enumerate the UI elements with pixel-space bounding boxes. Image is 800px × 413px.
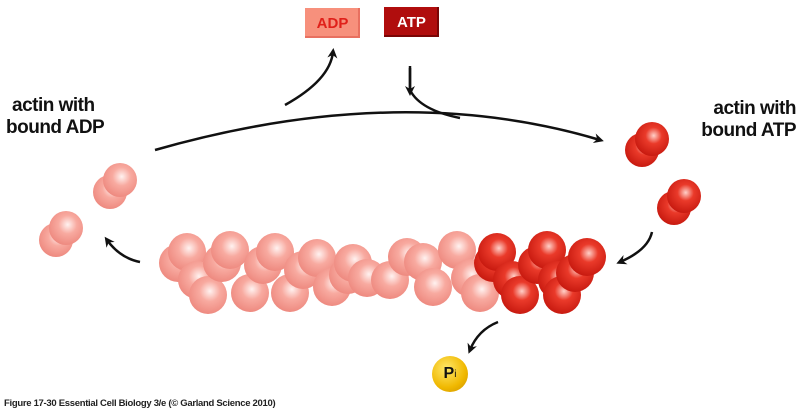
free-atp-actin-monomer: [667, 179, 701, 213]
free-atp-actin-monomer: [635, 122, 669, 156]
phosphate-label: P: [443, 365, 455, 382]
atp-actin-subunit: [528, 231, 566, 269]
adp-actin-subunit: [461, 274, 499, 312]
atp-actin-label: actin with bound ATP: [670, 98, 796, 142]
adp-actin-subunit: [189, 276, 227, 314]
phosphate-subscript: i: [454, 368, 457, 380]
atp-actin-subunit: [478, 233, 516, 271]
figure-caption: Figure 17-30 Essential Cell Biology 3/e …: [4, 398, 276, 409]
phosphate-release-arrow: [467, 320, 499, 354]
adp-actin-subunit: [256, 233, 294, 271]
adp-actin-subunit: [414, 268, 452, 306]
adp-actin-label-line2: bound ADP: [6, 117, 105, 138]
free-adp-actin-monomer: [103, 163, 137, 197]
atp-actin-subunit: [568, 238, 606, 276]
adp-actin-subunit: [211, 231, 249, 269]
main-arc-arrow: [154, 111, 604, 152]
atp-actin-label-line2: bound ATP: [701, 120, 796, 141]
adp-actin-label-line1: actin with: [12, 95, 95, 116]
atp-actin-subunit: [501, 276, 539, 314]
free-adp-actin-monomer: [49, 211, 83, 245]
assembly-arrow: [616, 231, 654, 265]
atp-uptake-arrow: [408, 68, 461, 120]
actin-filament: [39, 122, 701, 314]
adp-box: ADP: [305, 8, 360, 38]
disassembly-arrow: [104, 236, 141, 264]
atp-box: ATP: [384, 7, 439, 37]
adp-release-arrow: [284, 48, 338, 107]
adp-actin-label: actin with bound ADP: [6, 95, 105, 139]
adp-actin-subunit: [298, 239, 336, 277]
atp-actin-label-line1: actin with: [713, 98, 796, 119]
